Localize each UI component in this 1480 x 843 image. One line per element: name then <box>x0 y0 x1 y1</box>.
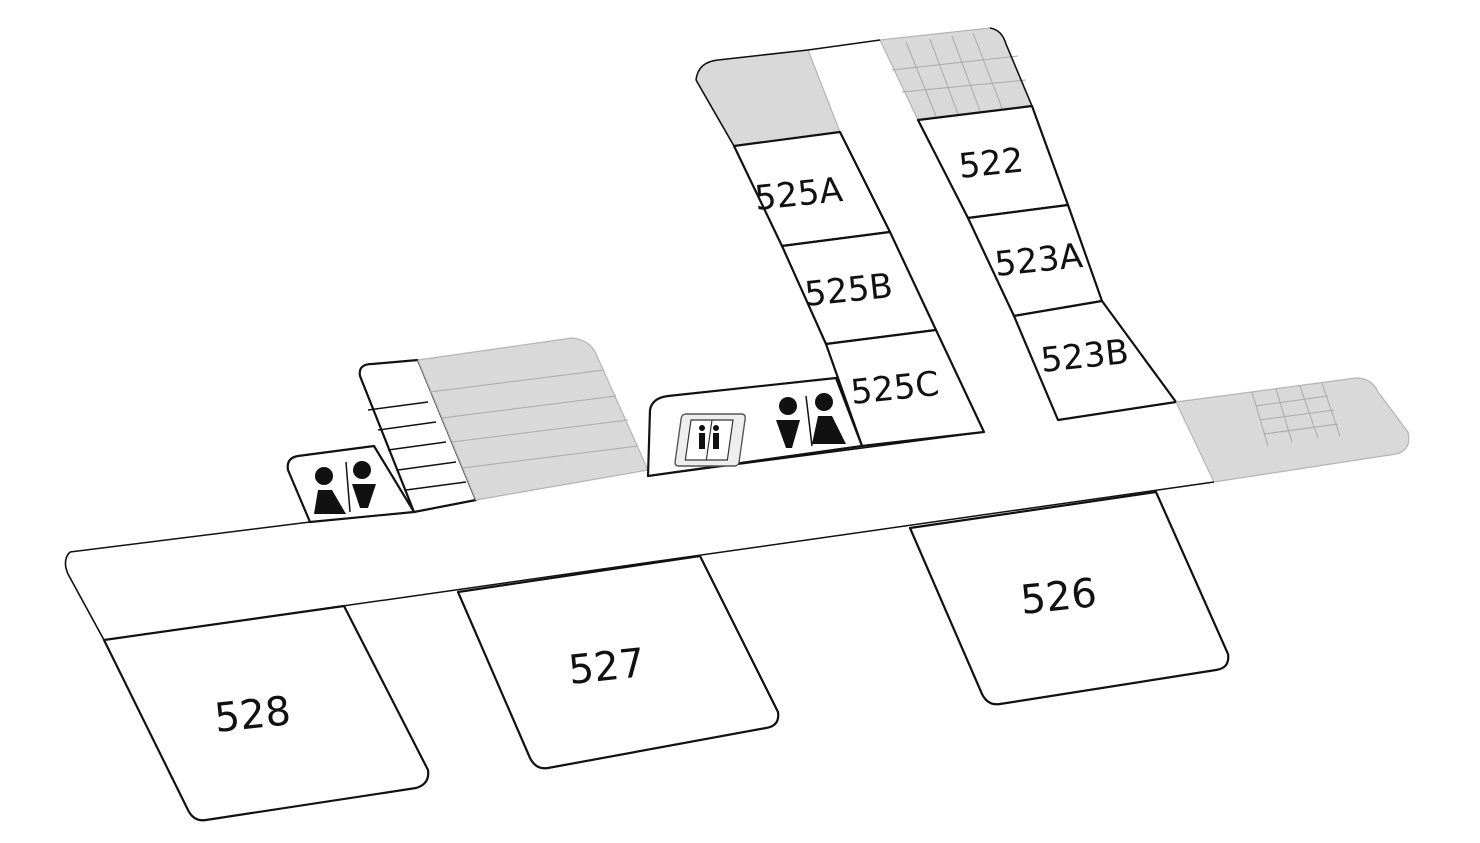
service-grid-east <box>1251 382 1341 447</box>
room-528-outline[interactable] <box>102 604 430 822</box>
room-526-outline[interactable] <box>908 490 1230 706</box>
room-label-525a: 525A <box>753 170 845 219</box>
service-grid-north <box>891 32 1027 117</box>
corridor-north-edge-west <box>69 521 311 553</box>
corridor-north-edge-east <box>1057 401 1177 421</box>
service-area-middle <box>417 337 649 501</box>
elevator-icon[interactable] <box>674 413 747 467</box>
room-label-528: 528 <box>212 688 293 742</box>
stair-steps <box>367 401 467 491</box>
room-label-525c: 525C <box>849 364 941 413</box>
corridor-west-end <box>64 551 105 641</box>
restroom-icon[interactable] <box>314 461 376 514</box>
room-label-526: 526 <box>1018 570 1099 624</box>
room-label-525b: 525B <box>803 266 895 315</box>
room-label-522: 522 <box>957 140 1026 187</box>
west-wing-outline <box>695 49 809 147</box>
room-label-523a: 523A <box>993 236 1085 285</box>
room-527-outline[interactable] <box>456 554 780 770</box>
service-area-north <box>879 27 1033 121</box>
wing-top-edge <box>807 27 1033 107</box>
room-label-527: 527 <box>566 640 647 694</box>
restroom-icon[interactable] <box>776 393 846 448</box>
room-label-523b: 523B <box>1039 332 1131 381</box>
service-grid-middle <box>429 369 639 469</box>
service-area-west-wing <box>695 49 841 147</box>
